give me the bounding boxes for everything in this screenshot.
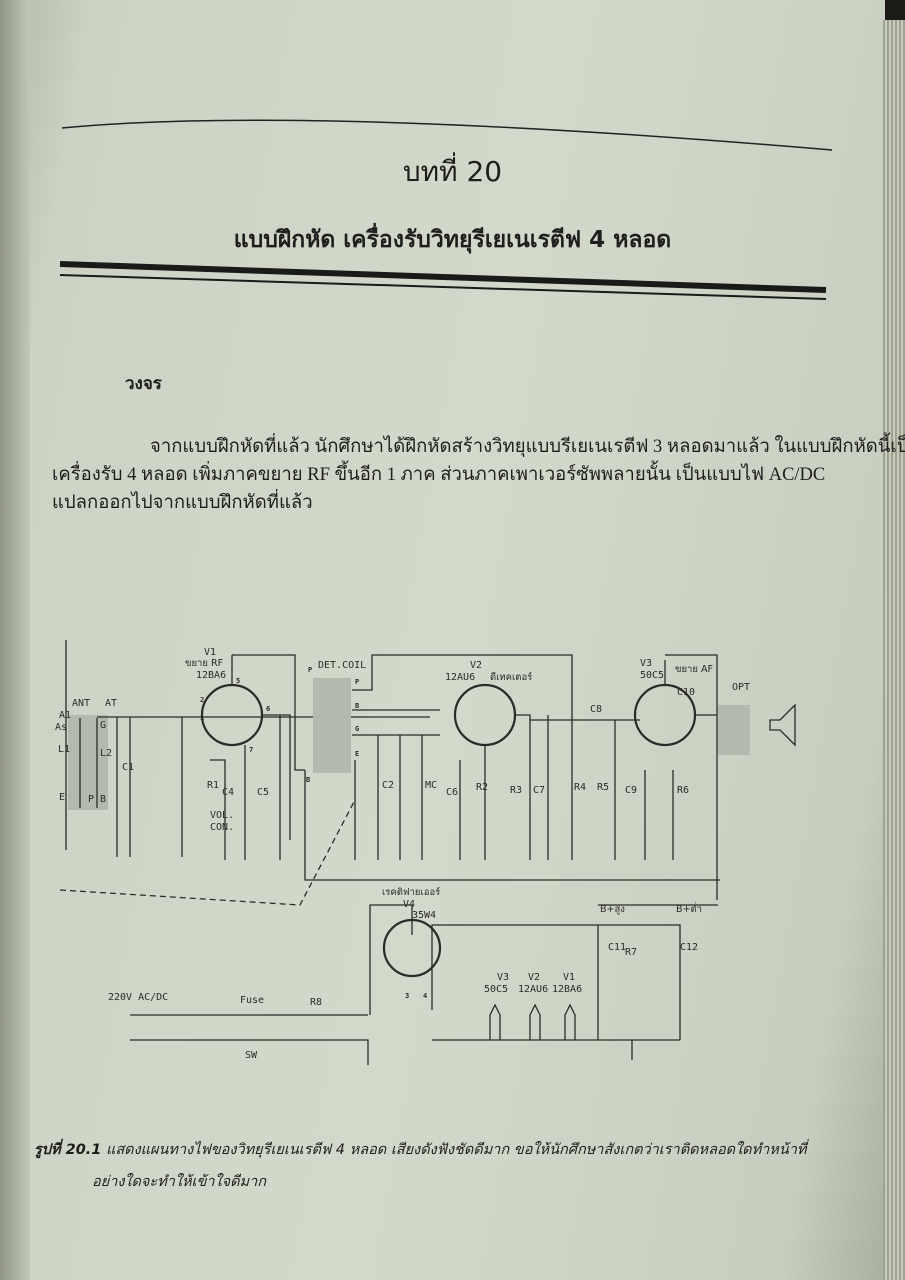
sw-label: SW	[245, 1050, 258, 1061]
v3-role: ขยาย AF	[675, 664, 713, 675]
v1-tube: 12BA6	[196, 670, 226, 681]
pin-4: 4	[423, 992, 427, 1000]
pin-6: 6	[266, 705, 270, 713]
pin-2: 2	[200, 696, 204, 704]
heater-v2-tube: 12AU6	[518, 984, 548, 995]
output-transformer-shield	[718, 705, 750, 755]
c10-label: C10	[677, 687, 695, 698]
coil-pin-p2: P	[355, 678, 359, 686]
caption-line-2: อย่างใดจะทำให้เข้าใจดีมาก	[92, 1174, 267, 1190]
v4-label: V4	[403, 899, 415, 910]
v4-role: เรคติฟายเออร์	[382, 886, 440, 898]
paragraph-line: เครื่องรับ 4 หลอด เพิ่มภาคขยาย RF ขึ้นอี…	[52, 465, 826, 485]
c4-label: C4	[222, 787, 234, 798]
vol-label: VOL.	[210, 810, 234, 821]
antenna-coil-shield	[68, 715, 108, 810]
c11-label: C11	[608, 942, 626, 953]
thick-rule	[59, 261, 827, 293]
coil-pin-b1: B	[355, 702, 359, 710]
g-label: G	[100, 720, 106, 731]
b-low-label: B+ต่ำ	[676, 902, 702, 915]
e-label: E	[59, 792, 65, 803]
v3-tube: 50C5	[640, 670, 664, 681]
heater-v1-label: V1	[563, 972, 575, 983]
mains-label: 220V AC/DC	[108, 992, 168, 1003]
r5-label: R5	[597, 782, 609, 793]
r2-label: R2	[476, 782, 488, 793]
r1-label: R1	[207, 780, 219, 791]
heater-v3-label: V3	[497, 972, 509, 983]
v2-tube: 12AU6	[445, 672, 475, 683]
tube-v1	[200, 683, 264, 747]
figure-caption: รูปที่ 20.1 แสดงแผนทางไฟของวิทยุรีเยเนเร…	[34, 1138, 806, 1161]
v1-label: V1	[204, 647, 216, 658]
figure-number: รูปที่ 20.1	[34, 1142, 102, 1158]
c7-label: C7	[533, 785, 545, 796]
v1-role: ขยาย RF	[185, 658, 223, 669]
r6-label: R6	[677, 785, 689, 796]
fuse-label: Fuse	[240, 995, 264, 1006]
v4-tube: 35W4	[412, 910, 436, 921]
ant-label: ANT	[72, 698, 90, 709]
r4-label: R4	[574, 782, 586, 793]
r3-label: R3	[510, 785, 522, 796]
chapter-title: บทที่ 20	[402, 155, 503, 188]
opt-label: OPT	[732, 682, 750, 693]
v2-label: V2	[470, 660, 482, 671]
c1-label: C1	[122, 762, 134, 773]
v2-role: ดีเทคเตอร์	[490, 671, 532, 683]
at-label: AT	[105, 698, 117, 709]
heater-v2-label: V2	[528, 972, 540, 983]
caption-line-1: แสดงแผนทางไฟของวิทยุรีเยเนเรตีฟ 4 หลอด เ…	[105, 1142, 807, 1158]
mc-label: MC	[425, 780, 437, 791]
c8-label: C8	[590, 704, 602, 715]
v3-label: V3	[640, 658, 652, 669]
c2-label: C2	[382, 780, 394, 791]
chapter-subtitle: แบบฝึกหัด เครื่องรับวิทยุรีเยเนเรตีฟ 4 ห…	[233, 227, 672, 253]
b-label: B	[100, 794, 106, 805]
facing-page-edge	[0, 0, 32, 1280]
top-rule	[61, 119, 833, 151]
c5-label: C5	[257, 787, 269, 798]
thin-rule	[59, 274, 827, 300]
b-high-label: B+สูง	[600, 904, 625, 915]
paragraph-line: แปลกออกไปจากแบบฝึกหัดที่แล้ว	[52, 493, 313, 513]
det-coil-label: DET.COIL	[318, 660, 366, 671]
pin-1: 1	[200, 714, 204, 722]
r8-label: R8	[310, 997, 322, 1008]
speaker-icon	[769, 703, 796, 747]
r7-label: R7	[625, 947, 637, 958]
coil-pin-e: E	[355, 750, 359, 758]
a1-label: A1	[59, 710, 71, 721]
page-edges	[883, 20, 905, 1280]
tube-v2	[453, 683, 517, 747]
heater-v3-tube: 50C5	[484, 984, 508, 995]
as-label: As	[55, 722, 67, 733]
con-label: CON.	[210, 822, 234, 833]
section-heading: วงจร	[125, 374, 162, 394]
pin-5: 5	[236, 677, 240, 685]
l1-label: L1	[58, 744, 70, 755]
pin-7: 7	[249, 746, 253, 754]
heater-v1-tube: 12BA6	[552, 984, 582, 995]
book-page	[30, 0, 885, 1280]
paragraph-line: จากแบบฝึกหัดที่แล้ว นักศึกษาได้ฝึกหัดสร้…	[150, 437, 905, 457]
pin-3: 3	[405, 992, 409, 1000]
l2-label: L2	[100, 748, 112, 759]
det-coil-shield	[313, 678, 351, 773]
p-label: P	[88, 794, 94, 805]
coil-pin-b2: B	[306, 776, 310, 784]
coil-pin-g: G	[355, 725, 359, 733]
c9-label: C9	[625, 785, 637, 796]
coil-pin-p1: P	[308, 666, 312, 674]
c12-label: C12	[680, 942, 698, 953]
c6-label: C6	[446, 787, 458, 798]
